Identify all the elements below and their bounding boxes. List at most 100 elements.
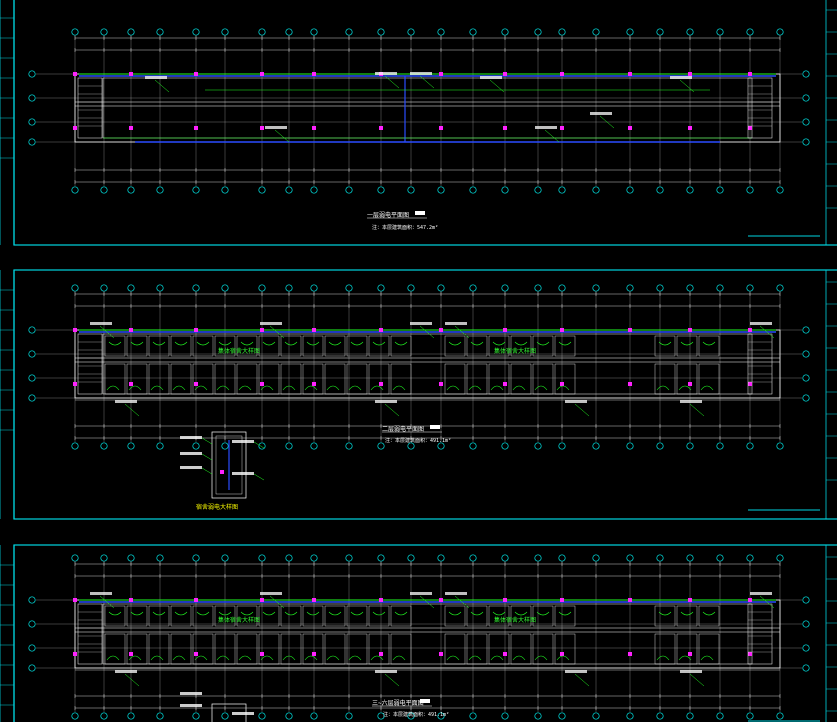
- door-swing-icon: [128, 655, 142, 661]
- outlet-icon: [439, 652, 443, 656]
- outlet-icon: [628, 598, 632, 602]
- dorm-room: [104, 335, 126, 357]
- outlet-icon: [379, 328, 383, 332]
- sheet-2-frame: [0, 269, 837, 520]
- dorm-room: [148, 605, 170, 627]
- dorm-room: [324, 363, 346, 395]
- dorm-room: [554, 605, 576, 627]
- door-swing-icon: [490, 385, 504, 391]
- outlet-icon: [260, 328, 264, 332]
- sheet-3-plan: [28, 554, 810, 720]
- axis-bubble-icon: [285, 712, 293, 720]
- dorm-room: [676, 335, 698, 357]
- outlet-icon: [129, 598, 133, 602]
- door-swing-icon: [372, 611, 386, 616]
- dorm-room: [466, 605, 488, 627]
- door-swing-icon: [492, 341, 506, 346]
- axis-bubble-icon: [802, 118, 810, 126]
- outlet-icon: [260, 72, 264, 76]
- dorm-room: [444, 335, 466, 357]
- dorm-room: [654, 633, 676, 665]
- outlet-icon: [688, 328, 692, 332]
- leader-line: [274, 129, 290, 143]
- door-swing-icon: [196, 341, 210, 346]
- dorm-room: [170, 335, 192, 357]
- door-swing-icon: [558, 341, 572, 346]
- axis-bubble-icon: [802, 644, 810, 652]
- leader-line: [269, 325, 285, 339]
- dorm-room: [698, 633, 720, 665]
- dorm-room: [192, 633, 214, 665]
- door-swing-icon: [348, 655, 362, 661]
- axis-bubble-icon: [776, 186, 784, 194]
- door-swing-icon: [284, 611, 298, 616]
- outlet-icon: [748, 328, 752, 332]
- dorm-room: [698, 363, 720, 395]
- detail-plan-stub: [180, 692, 254, 722]
- outlet-icon: [312, 126, 316, 130]
- detail-label-block: [180, 466, 202, 469]
- dorm-room: [302, 605, 324, 627]
- axis-bubble-icon: [156, 442, 164, 450]
- detail-label-block: [232, 440, 254, 443]
- dorm-room: [280, 605, 302, 627]
- door-swing-icon: [174, 611, 188, 616]
- door-swing-icon: [216, 385, 230, 391]
- door-swing-icon: [282, 385, 296, 391]
- axis-bubble-icon: [626, 712, 634, 720]
- outlet-icon: [439, 72, 443, 76]
- dorm-room: [444, 633, 466, 665]
- door-swing-icon: [558, 611, 572, 616]
- leader-text-block: [680, 670, 702, 673]
- leader-line: [454, 595, 470, 609]
- sheet-1-frame: [0, 0, 837, 246]
- dorm-room: [444, 605, 466, 627]
- leader-line: [419, 75, 435, 89]
- sheet-3-frame: [0, 544, 837, 722]
- leader-text-block: [445, 592, 467, 595]
- door-swing-icon: [262, 341, 276, 346]
- door-swing-icon: [468, 385, 482, 391]
- axis-bubble-icon: [656, 712, 664, 720]
- outlet-icon: [260, 382, 264, 386]
- axis-bubble-icon: [802, 596, 810, 604]
- door-swing-icon: [348, 385, 362, 391]
- outlet-icon: [73, 382, 77, 386]
- door-swing-icon: [150, 385, 164, 391]
- door-swing-icon: [700, 385, 714, 391]
- leader-text-block: [375, 670, 397, 673]
- dorm-room: [170, 633, 192, 665]
- axis-bubble-icon: [28, 326, 36, 334]
- door-swing-icon: [128, 385, 142, 391]
- door-swing-icon: [284, 341, 298, 346]
- door-swing-icon: [370, 655, 384, 661]
- leader-text-block: [445, 322, 467, 325]
- leader-line: [689, 673, 705, 687]
- leader-text-block: [410, 592, 432, 595]
- axis-bubble-icon: [258, 186, 266, 194]
- door-swing-icon: [240, 611, 254, 616]
- door-swing-icon: [282, 655, 296, 661]
- leader-text-block: [260, 322, 282, 325]
- door-swing-icon: [702, 341, 716, 346]
- sheet-2-title: 二层弱电平面图: [382, 426, 425, 433]
- dorm-room: [126, 335, 148, 357]
- axis-bubble-icon: [258, 442, 266, 450]
- leader-text-block: [410, 322, 432, 325]
- axis-bubble-icon: [802, 350, 810, 358]
- door-swing-icon: [392, 655, 406, 661]
- axis-bubble-icon: [407, 712, 415, 720]
- door-swing-icon: [218, 341, 232, 346]
- dorm-room: [280, 335, 302, 357]
- sheet-2-detail-title: 宿舍弱电大样图: [196, 504, 239, 511]
- dorm-room: [390, 605, 412, 627]
- door-swing-icon: [534, 655, 548, 661]
- door-swing-icon: [172, 655, 186, 661]
- sheet-3-note: 注：本层建筑面积：491.1m²: [383, 712, 450, 718]
- detail-wall: [211, 703, 247, 722]
- dorm-room: [324, 335, 346, 357]
- sheet-1-title: 一层弱电平面图: [367, 212, 410, 219]
- outlet-icon: [439, 382, 443, 386]
- detail-leader: [201, 453, 213, 461]
